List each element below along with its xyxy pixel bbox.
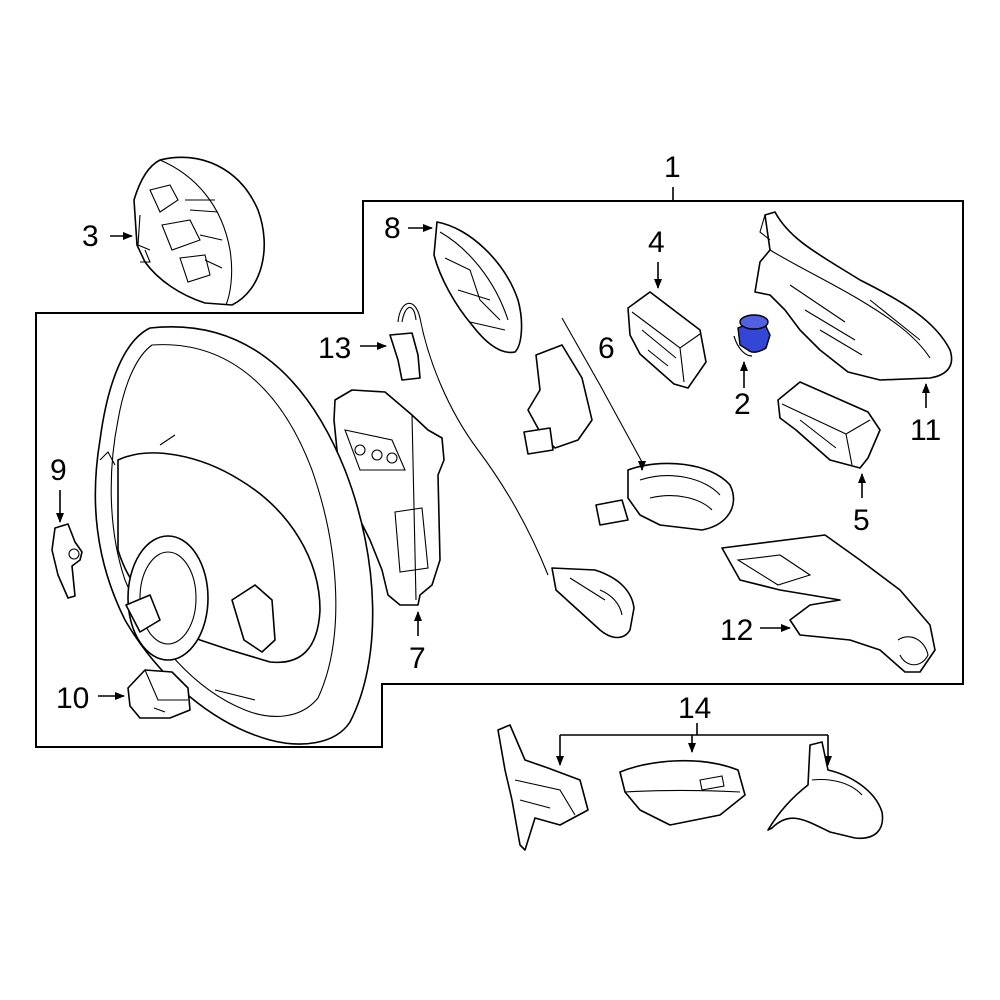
small-switch-part <box>777 381 881 469</box>
callout-7: 7 <box>409 642 426 675</box>
trim-cover-part <box>433 221 523 354</box>
callout-4: 4 <box>648 226 665 259</box>
leader-14 <box>556 723 832 766</box>
callout-11: 11 <box>910 414 941 447</box>
callout-6: 6 <box>598 332 615 365</box>
callout-8: 8 <box>384 212 401 245</box>
bracket-14a-part <box>497 724 589 851</box>
switch-module-part <box>627 291 707 389</box>
sensor-assembly-part <box>523 317 735 531</box>
wiring-harness-part <box>389 302 635 639</box>
callout-10: 10 <box>56 682 89 715</box>
callout-2: 2 <box>734 388 751 421</box>
callout-3: 3 <box>82 220 99 253</box>
steering-wheel-part <box>94 326 374 745</box>
paddle-14c-part <box>767 741 884 839</box>
switch-housing-right-part <box>754 211 953 381</box>
clip-part-highlighted <box>733 314 771 357</box>
assembly-frame <box>35 200 964 748</box>
left-clip-part <box>51 523 83 599</box>
callout-13: 13 <box>318 332 351 365</box>
paddle-trim-part <box>721 534 936 673</box>
airbag-module-part <box>133 156 265 306</box>
callout-9: 9 <box>50 454 67 487</box>
cover-14b-part <box>619 759 746 826</box>
callout-5: 5 <box>853 504 870 537</box>
callout-12: 12 <box>720 614 753 647</box>
callout-1: 1 <box>664 151 681 184</box>
callout-14: 14 <box>678 692 711 725</box>
cover-cap-part <box>127 669 191 719</box>
